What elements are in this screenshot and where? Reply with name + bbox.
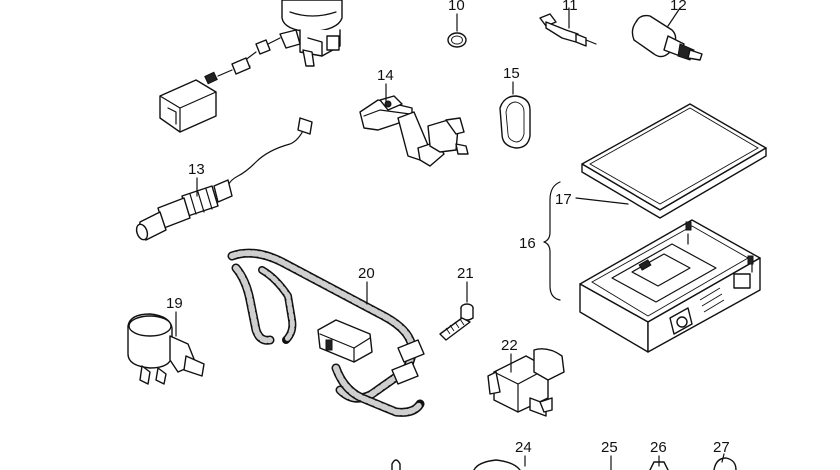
top-sensor-assembly (159, 0, 343, 133)
part-21-bolt (439, 281, 474, 341)
part-12-oil-pressure-sensor (631, 7, 703, 61)
part-11-glow-plug (539, 7, 597, 47)
part-15-gasket (499, 81, 531, 149)
callout-20: 20 (358, 265, 375, 282)
callout-13: 13 (188, 161, 205, 178)
part-13-lambda-probe (135, 117, 313, 241)
callout-11: 11 (562, 0, 578, 14)
callout-27: 27 (713, 439, 730, 456)
callout-26: 26 (650, 439, 667, 456)
callout-17: 17 (555, 191, 572, 208)
part-16-control-unit-housing (543, 103, 767, 353)
callout-24: 24 (515, 439, 532, 456)
part-19-pressure-converter (127, 311, 205, 385)
callout-12: 12 (670, 0, 687, 14)
callout-19: 19 (166, 295, 183, 312)
callout-21: 21 (457, 265, 474, 282)
part-10-seal-ring (447, 13, 467, 48)
callout-25: 25 (601, 439, 618, 456)
callout-16: 16 (519, 235, 536, 252)
callout-10: 10 (448, 0, 465, 14)
part-20-wiring-harness (227, 248, 425, 417)
callout-22: 22 (501, 337, 518, 354)
part-14-bracket-sensor (359, 83, 469, 167)
callout-15: 15 (503, 65, 520, 82)
part-22-solenoid-valve (487, 348, 565, 417)
bottom-cropped-parts (391, 453, 737, 470)
callout-14: 14 (377, 67, 394, 84)
